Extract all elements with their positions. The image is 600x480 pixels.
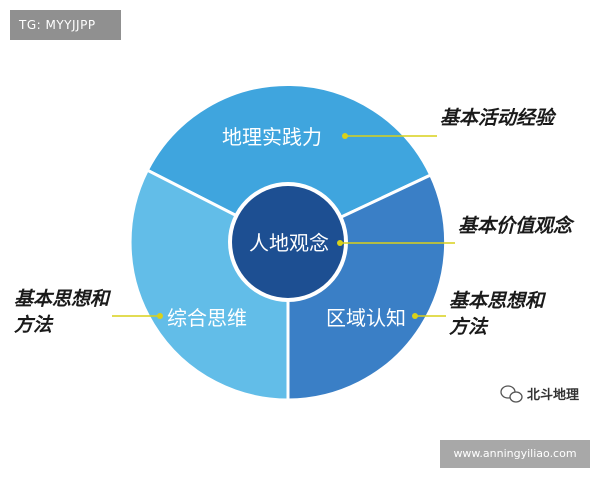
connector-method-right [412, 313, 446, 319]
wechat-icon [500, 385, 523, 403]
connector-practice [342, 133, 437, 139]
segment-top [145, 82, 433, 244]
annotation-values: 基本价值观念 [458, 215, 575, 237]
segment-right-label: 区域认知 [326, 306, 406, 330]
annotation-method-left-line1: 基本思想和 [14, 288, 112, 310]
watermark-url: www.anningyiliao.com [440, 440, 590, 468]
watermark-tag: TG: MYYJJPP [10, 10, 121, 40]
center-circle-fill [232, 186, 344, 298]
source-credit-label: 北斗地理 [527, 387, 579, 403]
annotation-method-left-line2: 方法 [14, 314, 54, 336]
source-credit: 北斗地理 [500, 385, 579, 403]
center-label: 人地观念 [249, 231, 329, 255]
segment-left-label: 综合思维 [167, 306, 247, 330]
annotation-method-right-line1: 基本思想和 [449, 290, 547, 312]
connector-method-left [112, 313, 163, 319]
connector-values [337, 240, 455, 246]
annotation-method-right-line2: 方法 [449, 316, 489, 338]
annotation-practice: 基本活动经验 [440, 107, 557, 129]
segment-top-label: 地理实践力 [222, 125, 322, 149]
